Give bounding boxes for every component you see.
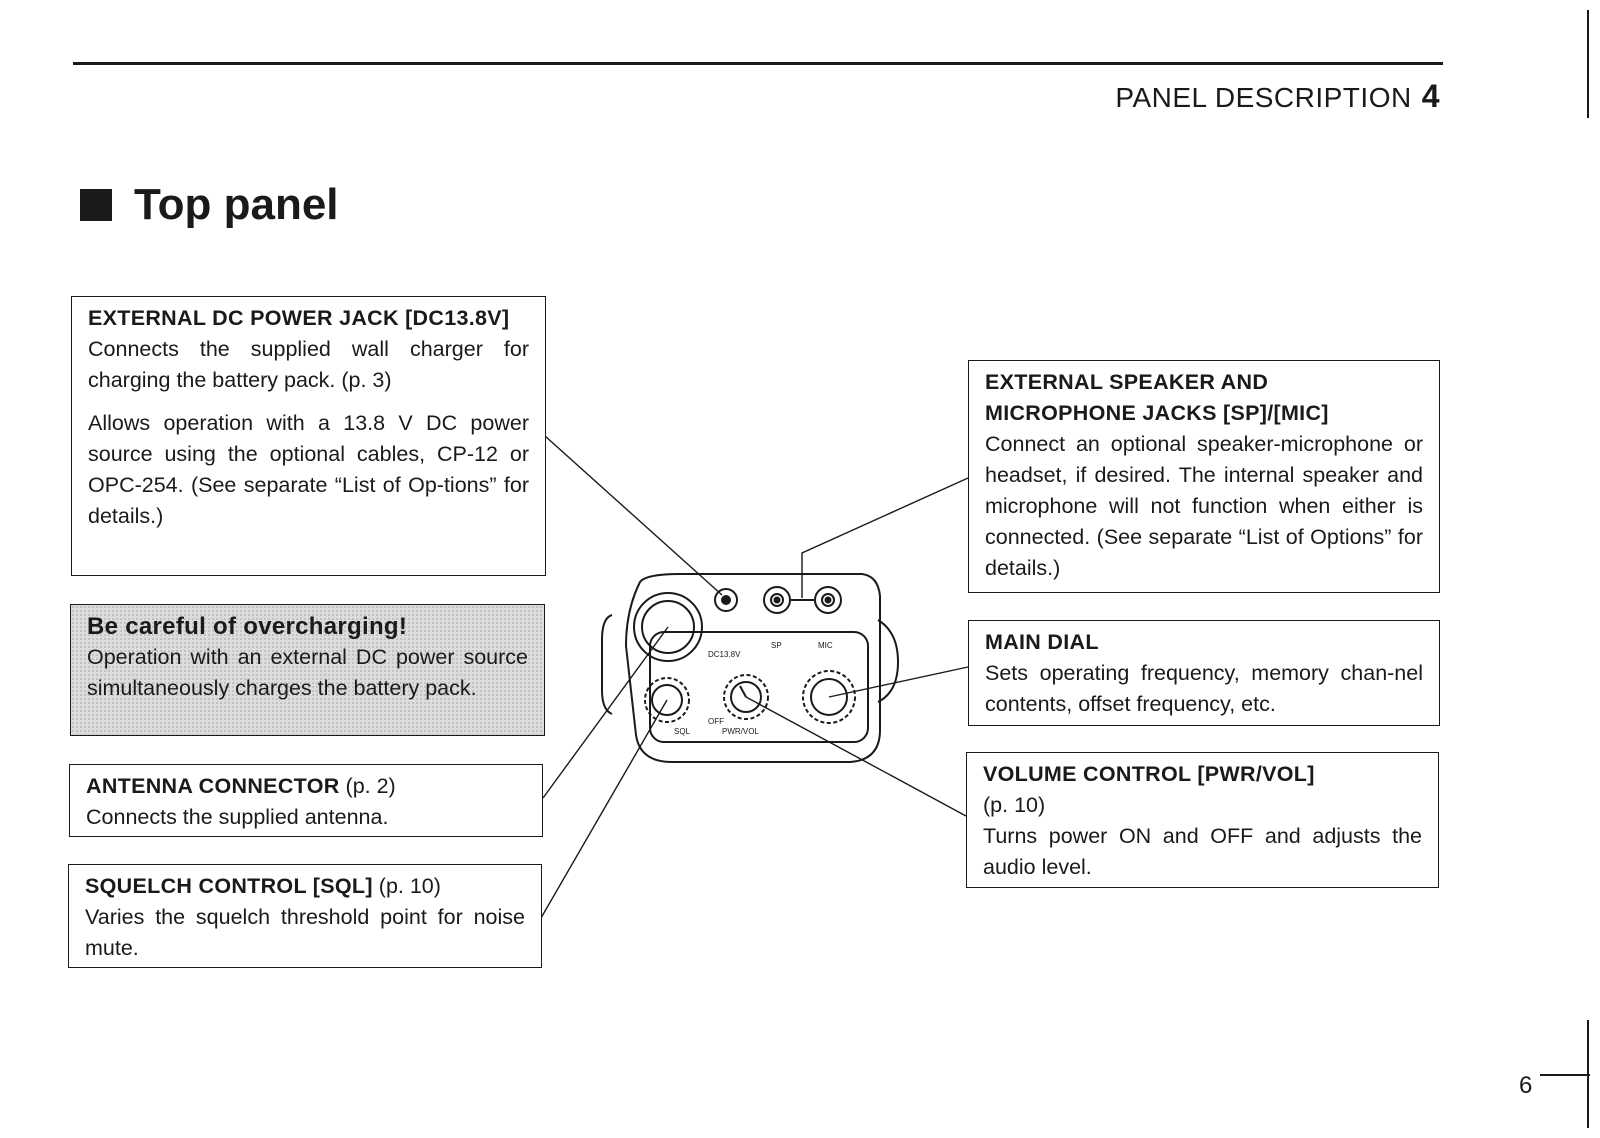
pwr-vol-knob-label: PWR/VOL (722, 727, 759, 736)
dc-power-jack-desc-1: Connects the supplied wall charger for c… (88, 337, 529, 392)
volume-page-ref: (p. 10) (983, 793, 1046, 817)
squelch-control-box: SQUELCH CONTROL [SQL] (p. 10) Varies the… (68, 864, 542, 968)
header-title: PANEL DESCRIPTION (1115, 82, 1412, 113)
speaker-mic-body: Connect an optional speaker-microphone o… (985, 432, 1423, 580)
volume-body: Turns power ON and OFF and adjusts the a… (983, 824, 1422, 879)
mic-jack-label: MIC (818, 641, 833, 650)
squelch-heading: SQUELCH CONTROL [SQL] (85, 874, 373, 898)
antenna-heading: ANTENNA CONNECTOR (86, 774, 340, 798)
speaker-mic-heading: EXTERNAL SPEAKER AND MICROPHONE JACKS [S… (985, 370, 1329, 425)
dc-jack-label: DC13.8V (708, 650, 741, 659)
main-dial-box: MAIN DIAL Sets operating frequency, memo… (968, 620, 1440, 726)
caution-heading: Be careful of overcharging! (87, 613, 408, 640)
page-number: 6 (1519, 1072, 1533, 1099)
dc-power-jack-heading: EXTERNAL DC POWER JACK [DC13.8V] (88, 306, 510, 330)
caution-body: Operation with an external DC power sour… (87, 645, 528, 700)
antenna-body: Connects the supplied antenna. (86, 805, 389, 829)
section-title-text: Top panel (134, 180, 339, 229)
sql-knob-label: SQL (674, 727, 691, 736)
main-dial-body: Sets operating frequency, memory chan-ne… (985, 661, 1423, 716)
squelch-page-ref: (p. 10) (378, 874, 441, 898)
volume-heading: VOLUME CONTROL [PWR/VOL] (983, 762, 1315, 786)
dc-power-jack-box: EXTERNAL DC POWER JACK [DC13.8V] Connect… (71, 296, 546, 576)
antenna-page-ref: (p. 2) (345, 774, 396, 798)
speaker-mic-jacks-box: EXTERNAL SPEAKER AND MICROPHONE JACKS [S… (968, 360, 1440, 593)
header-rule (73, 62, 1443, 65)
square-bullet-icon (80, 189, 112, 221)
sp-jack-label: SP (771, 641, 782, 650)
corner-mark (1540, 1074, 1590, 1076)
page-header: PANEL DESCRIPTION 4 (1115, 78, 1440, 115)
edge-line-top (1587, 10, 1589, 118)
chapter-number: 4 (1421, 78, 1440, 114)
volume-control-box: VOLUME CONTROL [PWR/VOL] (p. 10) Turns p… (966, 752, 1439, 888)
off-label: OFF (708, 717, 724, 726)
squelch-body: Varies the squelch threshold point for n… (85, 905, 525, 960)
main-dial-heading: MAIN DIAL (985, 630, 1099, 654)
section-title: Top panel (80, 180, 339, 230)
antenna-connector-box: ANTENNA CONNECTOR (p. 2) Connects the su… (69, 764, 543, 837)
dc-power-jack-desc-2: Allows operation with a 13.8 V DC power … (88, 411, 529, 528)
overcharging-caution-box: Be careful of overcharging! Operation wi… (70, 604, 545, 736)
